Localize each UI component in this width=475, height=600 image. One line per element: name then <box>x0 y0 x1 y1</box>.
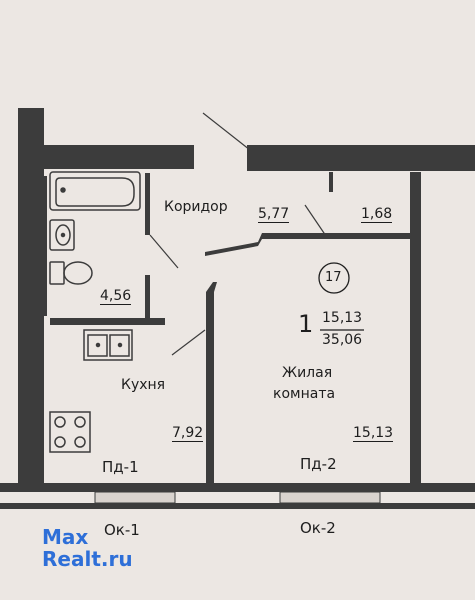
window-sills <box>94 491 381 504</box>
loggia-closet-area: 1,68 <box>361 206 393 223</box>
corridor-name: Коридор <box>164 199 228 215</box>
living-area-fraction: 15,13 <box>322 310 363 326</box>
apartment-number-circle <box>318 262 350 294</box>
bathroom-area: 4,56 <box>100 288 132 305</box>
corridor-area: 5,77 <box>258 206 290 223</box>
total-area-fraction: 35,06 <box>322 332 363 348</box>
living-room-area: 15,13 <box>353 425 394 442</box>
living-room-name-line2: комната <box>273 386 336 402</box>
rooms-count: 1 <box>298 310 314 338</box>
toilet-icon <box>49 261 93 285</box>
bathtub-icon <box>49 171 141 211</box>
watermark-realt: Realt.ru <box>42 547 133 571</box>
kitchen-area: 7,92 <box>172 425 204 442</box>
sink-icon <box>49 219 75 251</box>
stove-icon <box>49 411 91 453</box>
living-room-name-line1: Жилая <box>282 365 333 381</box>
door-swings <box>149 112 327 356</box>
sill-label-pd2: Пд-2 <box>300 455 337 473</box>
apartment-number: 17 <box>325 270 342 285</box>
outer-walls <box>0 108 475 509</box>
kitchen-sink-icon <box>83 329 133 361</box>
window-label-ok2: Ок-2 <box>300 519 336 537</box>
kitchen-name: Кухня <box>121 377 166 393</box>
sill-label-pd1: Пд-1 <box>102 458 139 476</box>
watermark-max: Max <box>42 525 89 549</box>
window-label-ok1: Ок-1 <box>104 521 140 539</box>
interior-walls <box>44 172 412 484</box>
